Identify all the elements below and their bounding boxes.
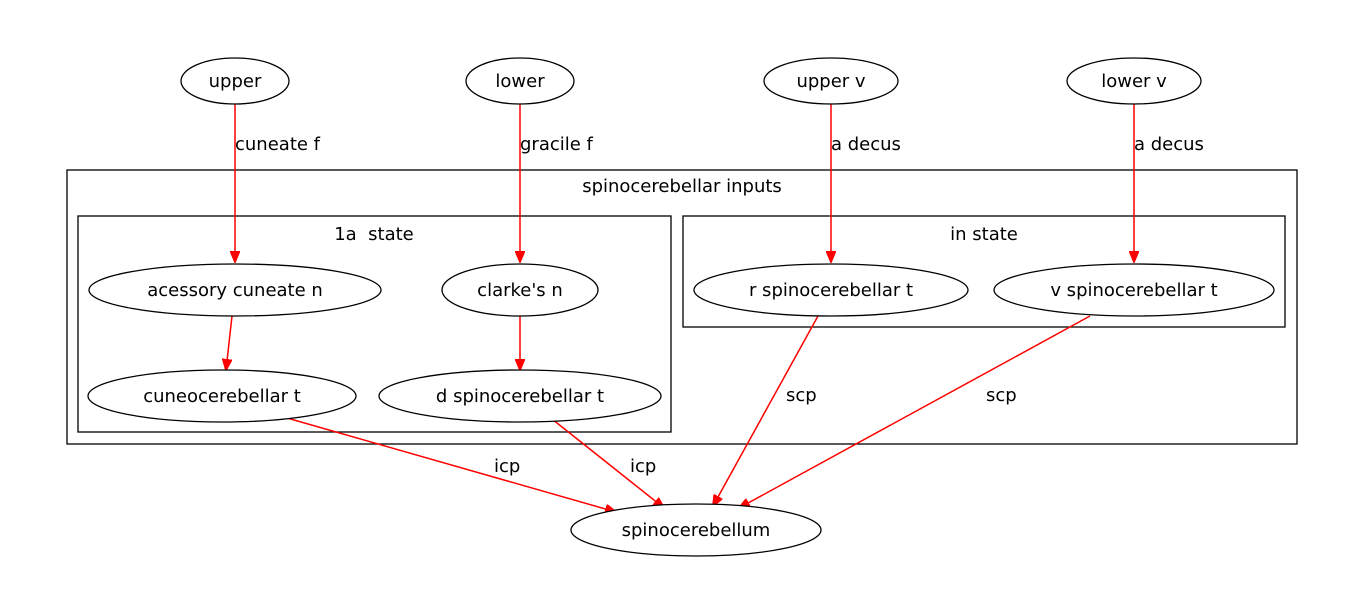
cluster-in-state: in state (682, 215, 1286, 328)
cluster-1a-state-label: 1a state (334, 224, 414, 245)
node-lower-v-label: lower v (1101, 71, 1167, 92)
node-spinocerebellum-label: spinocerebellum (622, 520, 771, 541)
node-cuneocerebellar-t: cuneocerebellar t (87, 369, 357, 423)
node-acessory-cuneate-n-label: acessory cuneate n (147, 280, 323, 301)
edge-d-spinocerebellar-t-to-spinocerebellum: icp (551, 418, 664, 508)
edge-upper-v-to-r-spinocerebellar-t: a decus (831, 104, 901, 262)
edge-r-spinocerebellar-t-to-spinocerebellum: scp (713, 315, 819, 506)
node-clarkes-n-label: clarke's n (477, 280, 563, 301)
cluster-spinocerebellar-inputs-label: spinocerebellar inputs (582, 176, 782, 197)
edge-cuneocerebellar-t-to-spinocerebellum: icp (286, 417, 616, 512)
node-upper: upper (180, 57, 290, 105)
node-upper-label: upper (209, 71, 262, 92)
node-d-spinocerebellar-t-label: d spinocerebellar t (436, 386, 604, 407)
node-lower-v: lower v (1066, 57, 1202, 105)
edge-label-scp-1: scp (786, 385, 817, 406)
edge-upper-to-acessory-cuneate-n: cuneate f (235, 104, 321, 262)
node-acessory-cuneate-n: acessory cuneate n (88, 263, 382, 317)
edge-label-gracile-f: gracile f (520, 134, 594, 155)
cluster-1a-state: 1a state (77, 215, 672, 433)
edge-label-icp-1: icp (494, 456, 520, 477)
node-v-spinocerebellar-t: v spinocerebellar t (993, 263, 1275, 317)
node-clarkes-n: clarke's n (441, 263, 599, 317)
edge-label-icp-2: icp (630, 456, 656, 477)
node-r-spinocerebellar-t-label: r spinocerebellar t (749, 280, 913, 301)
edge-v-spinocerebellar-t-to-spinocerebellum: scp (739, 315, 1091, 508)
node-spinocerebellum: spinocerebellum (570, 503, 822, 557)
edge-label-cuneate-f: cuneate f (235, 134, 321, 155)
edge-label-a-decus-2: a decus (1134, 134, 1204, 155)
cluster-spinocerebellar-inputs: spinocerebellar inputs (66, 169, 1298, 445)
node-upper-v-label: upper v (796, 71, 865, 92)
node-v-spinocerebellar-t-label: v spinocerebellar t (1050, 280, 1217, 301)
edge-label-scp-2: scp (986, 385, 1017, 406)
edge-label-a-decus-1: a decus (831, 134, 901, 155)
edge-lower-to-clarkes-n: gracile f (520, 104, 594, 262)
node-cuneocerebellar-t-label: cuneocerebellar t (143, 386, 301, 407)
node-upper-v: upper v (763, 57, 899, 105)
edge-lower-v-to-v-spinocerebellar-t: a decus (1134, 104, 1204, 262)
node-d-spinocerebellar-t: d spinocerebellar t (378, 369, 662, 423)
node-lower-label: lower (495, 71, 545, 92)
node-lower: lower (465, 57, 575, 105)
edge-acessory-cuneate-n-to-cuneocerebellar-t (226, 315, 233, 370)
node-r-spinocerebellar-t: r spinocerebellar t (693, 263, 969, 317)
cluster-in-state-label: in state (950, 224, 1018, 245)
